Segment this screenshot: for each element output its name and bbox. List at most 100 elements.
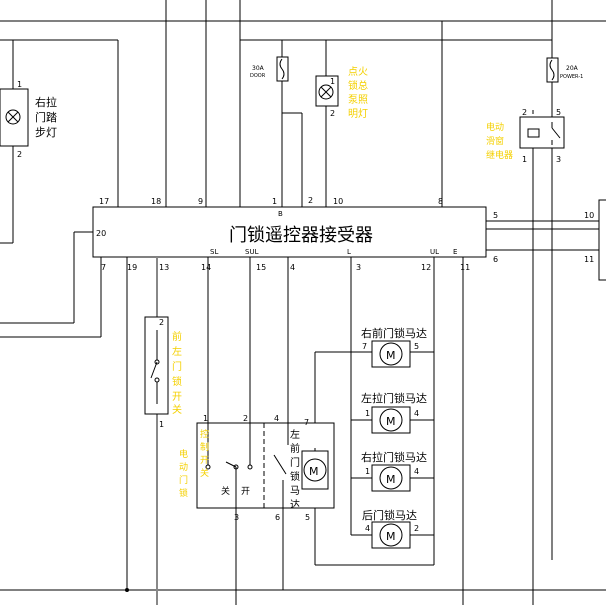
svg-text:11: 11 [584,255,594,264]
svg-text:3: 3 [234,513,239,522]
svg-text:M: M [309,465,319,478]
motor-rear: 后门锁马达 M 4 2 [351,508,434,549]
svg-text:门: 门 [179,474,188,486]
svg-text:锁: 锁 [179,487,188,499]
svg-text:滑窗: 滑窗 [486,135,504,147]
front-left-door-switch: 2 1 前 左 门 锁 开 关 [144,316,182,429]
svg-text:20: 20 [96,229,106,238]
svg-text:12: 12 [421,263,431,272]
svg-text:电: 电 [179,448,188,460]
svg-text:关: 关 [221,485,230,497]
receiver-title: 门锁遥控器接受器 [229,225,373,246]
svg-text:1: 1 [17,80,22,89]
side-connector: 10 11 [486,199,606,281]
svg-text:M: M [386,473,396,486]
svg-text:3: 3 [356,263,361,272]
svg-text:7: 7 [362,342,367,351]
svg-text:开: 开 [200,455,209,466]
power-fuse: 20A POWER-1 [546,57,583,83]
svg-text:20A: 20A [566,65,579,72]
svg-text:M: M [386,530,396,543]
svg-text:锁: 锁 [172,375,182,388]
svg-text:右拉门锁马达: 右拉门锁马达 [361,450,427,464]
svg-text:2: 2 [522,108,527,117]
svg-text:4: 4 [274,414,279,423]
svg-text:点火: 点火 [348,66,368,78]
svg-text:动: 动 [179,462,188,473]
svg-text:4: 4 [365,524,370,533]
svg-text:5: 5 [414,342,419,351]
svg-text:B: B [278,210,283,218]
motor-right-front: 右前门锁马达 M 7 5 [351,326,434,368]
svg-text:1: 1 [203,414,208,423]
svg-text:2: 2 [308,196,313,205]
svg-text:1: 1 [365,467,370,476]
svg-text:泵照: 泵照 [348,94,368,106]
svg-text:7: 7 [304,418,309,427]
svg-text:1: 1 [159,420,164,429]
door-fuse: 30A DOOR [250,56,289,82]
svg-text:14: 14 [201,263,211,272]
svg-text:M: M [386,349,396,362]
svg-text:后门锁马达: 后门锁马达 [362,508,417,522]
svg-text:开: 开 [241,486,250,497]
svg-text:右拉: 右拉 [35,95,57,109]
svg-text:控: 控 [200,428,209,440]
svg-text:开: 开 [172,392,182,403]
svg-text:3: 3 [556,155,561,164]
svg-text:1: 1 [272,197,277,206]
lower-wiring [0,231,606,605]
svg-text:马: 马 [290,485,300,497]
svg-text:6: 6 [493,255,498,264]
svg-text:6: 6 [275,513,280,522]
svg-text:5: 5 [556,108,561,117]
svg-text:POWER-1: POWER-1 [560,74,583,80]
svg-text:2: 2 [414,524,419,533]
svg-text:左: 左 [172,345,182,358]
svg-text:5: 5 [493,211,498,220]
svg-text:门: 门 [290,456,300,469]
svg-text:左: 左 [290,428,300,441]
svg-text:左拉门锁马达: 左拉门锁马达 [361,391,427,405]
svg-text:前: 前 [290,442,300,455]
svg-text:1: 1 [522,155,527,164]
svg-text:2: 2 [243,414,248,423]
svg-text:达: 达 [290,499,300,511]
svg-text:1: 1 [365,409,370,418]
svg-text:10: 10 [584,211,594,220]
svg-text:2: 2 [159,318,164,327]
svg-text:明灯: 明灯 [348,108,368,120]
svg-text:9: 9 [198,197,203,206]
svg-text:L: L [347,248,351,256]
svg-text:步灯: 步灯 [35,126,57,139]
svg-text:M: M [386,415,396,428]
svg-text:5: 5 [305,513,310,522]
svg-text:10: 10 [333,197,343,206]
svg-text:关: 关 [172,403,182,416]
svg-text:11: 11 [460,263,470,272]
door-lock-receiver: 门锁遥控器接受器 17 18 9 1 2 10 8 B 20 5 6 SL SU… [92,196,498,272]
svg-text:锁: 锁 [290,470,300,483]
svg-text:右前门锁马达: 右前门锁马达 [361,326,427,340]
motor-right-sliding: 右拉门锁马达 M 1 4 [351,450,434,492]
svg-text:前: 前 [172,330,182,343]
front-left-lock-motor: M 7 5 左 前 门 锁 马 达 [290,418,329,522]
right-step-lamp: 1 2 右拉 门踏 步灯 [0,80,57,159]
svg-text:DOOR: DOOR [250,73,266,79]
svg-text:19: 19 [127,263,137,272]
svg-text:4: 4 [414,409,419,418]
svg-text:锁总: 锁总 [348,79,368,92]
svg-text:制: 制 [200,441,209,453]
svg-text:18: 18 [151,197,161,206]
svg-text:4: 4 [414,467,419,476]
svg-text:门踏: 门踏 [35,110,57,124]
ignition-lamp: 1 2 点火 锁总 泵照 明灯 [315,66,368,120]
svg-text:30A: 30A [252,65,265,72]
svg-text:2: 2 [330,109,335,118]
svg-text:UL: UL [430,248,439,256]
svg-text:2: 2 [17,150,22,159]
svg-text:7: 7 [101,263,106,272]
svg-text:SUL: SUL [245,248,259,256]
